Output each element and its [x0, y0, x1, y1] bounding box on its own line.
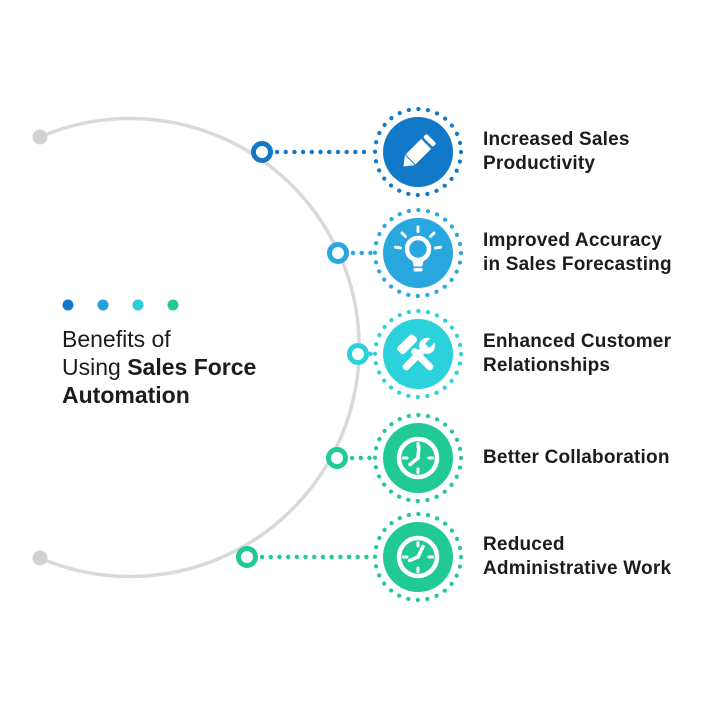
clock-icon [396, 535, 440, 579]
arc-node-2 [327, 242, 349, 264]
title-block: Benefits of Using Sales Force Automation [62, 299, 256, 409]
title-line-2: Using Sales Force [62, 354, 257, 380]
lightbulb-icon [394, 225, 442, 272]
pencil-icon [403, 134, 436, 167]
benefit-badge-1 [372, 106, 464, 198]
benefit-item-2: Improved Accuracy in Sales Forecasting [370, 205, 672, 301]
badge-dotted-ring [372, 106, 464, 198]
badge-circle [383, 218, 453, 288]
benefit-item-4: Better Collaboration [370, 410, 670, 506]
title-line-3: Automation [62, 382, 190, 408]
arc-endpoint-bottom [32, 550, 48, 566]
arc-node-1 [251, 141, 273, 163]
arc-node-5 [236, 546, 258, 568]
title-line-1: Benefits of [62, 326, 171, 352]
arc-node-4 [326, 447, 348, 469]
badge-dotted-ring [372, 412, 464, 504]
benefit-label-3: Enhanced Customer Relationships [483, 331, 672, 376]
accent-dot-3 [132, 299, 144, 311]
benefit-label-4: Better Collaboration [483, 447, 670, 468]
tools-icon [397, 334, 438, 371]
benefit-label-2: Improved Accuracy in Sales Forecasting [483, 230, 672, 275]
benefit-item-5: Reduced Administrative Work [370, 509, 671, 605]
benefit-badge-4 [372, 412, 464, 504]
badge-dotted-ring [372, 207, 464, 299]
benefit-badge-3 [372, 308, 464, 400]
title-accent-dots [62, 299, 179, 311]
page-title: Benefits of Using Sales Force Automation [62, 325, 256, 409]
arc-node-3 [347, 343, 369, 365]
accent-dot-4 [167, 299, 179, 311]
accent-dot-1 [62, 299, 74, 311]
accent-dot-2 [97, 299, 109, 311]
benefit-item-3: Enhanced Customer Relationships [370, 306, 671, 402]
benefit-label-1: Increased Sales Productivity [483, 129, 630, 174]
benefit-item-1: Increased Sales Productivity [370, 104, 630, 200]
badge-dotted-ring [372, 511, 464, 603]
benefit-label-5: Reduced Administrative Work [483, 534, 672, 579]
arc-endpoint-top [32, 129, 48, 145]
benefit-badge-2 [372, 207, 464, 299]
benefit-badge-5 [372, 511, 464, 603]
badge-dotted-ring [372, 308, 464, 400]
clock-icon [396, 436, 440, 480]
